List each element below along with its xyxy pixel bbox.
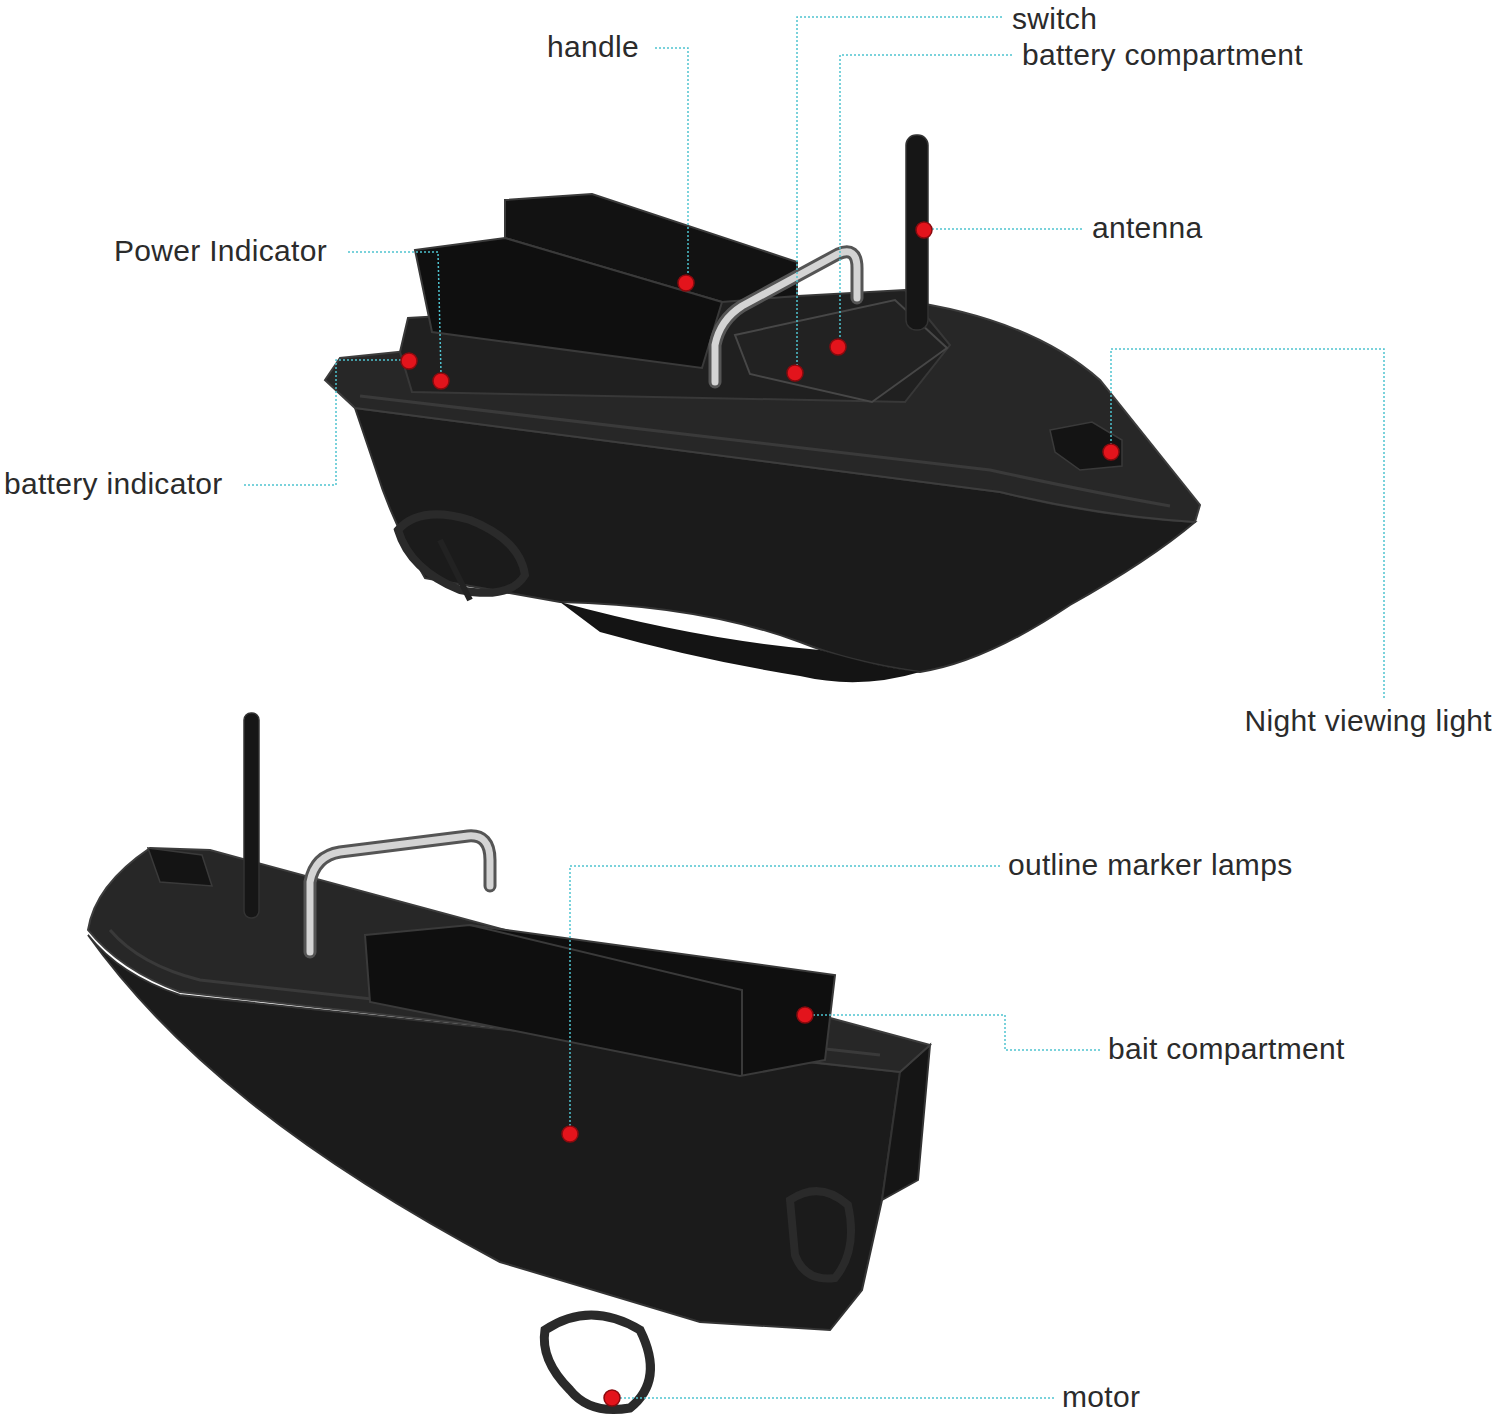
marker-dot bbox=[1103, 444, 1119, 460]
part-label: antenna bbox=[1092, 211, 1203, 246]
motor-shaft bbox=[440, 540, 470, 600]
marker-dot bbox=[787, 365, 803, 381]
leader-line bbox=[932, 228, 1082, 230]
leader-line bbox=[840, 55, 1012, 340]
marker-dot bbox=[797, 1007, 813, 1023]
motor-cage bbox=[790, 1191, 851, 1278]
leader-line bbox=[813, 1015, 1100, 1050]
antenna-rod bbox=[244, 713, 259, 918]
marker-dot bbox=[562, 1126, 578, 1142]
motor-cage bbox=[544, 1315, 650, 1410]
leader-line bbox=[797, 17, 1002, 366]
part-label: outline marker lamps bbox=[1008, 848, 1292, 883]
leader-line bbox=[620, 1397, 1054, 1399]
leader-line bbox=[1111, 349, 1384, 698]
handle-shadow bbox=[715, 252, 857, 382]
bottom-boat bbox=[88, 713, 930, 1410]
part-label: switch bbox=[1012, 2, 1097, 37]
night-light-box bbox=[148, 848, 212, 886]
part-label: Power Indicator bbox=[114, 234, 327, 269]
deck-rim bbox=[360, 396, 1170, 506]
part-label: Night viewing light bbox=[1245, 704, 1493, 739]
leader-line bbox=[570, 866, 1000, 1126]
leader-line bbox=[655, 48, 688, 276]
handle-bar bbox=[715, 252, 857, 382]
part-label: handle bbox=[547, 30, 639, 65]
part-label: bait compartment bbox=[1108, 1032, 1345, 1067]
marker-dot bbox=[678, 275, 694, 291]
leader-line bbox=[348, 252, 441, 374]
marker-dot bbox=[401, 353, 417, 369]
marker-dot bbox=[916, 222, 932, 238]
leader-lines bbox=[244, 17, 1384, 1398]
marker-dots bbox=[401, 222, 1119, 1406]
part-label: battery compartment bbox=[1022, 38, 1303, 73]
marker-dot bbox=[830, 339, 846, 355]
bait-box-front bbox=[415, 238, 722, 368]
top-boat bbox=[325, 135, 1200, 682]
leader-line bbox=[244, 360, 401, 485]
night-light-box bbox=[1050, 422, 1122, 470]
handle-shadow bbox=[310, 836, 490, 952]
marker-dot bbox=[604, 1390, 620, 1406]
box-divider bbox=[470, 925, 742, 1076]
part-label: battery indicator bbox=[4, 467, 223, 502]
part-label: motor bbox=[1062, 1380, 1140, 1415]
hull-keel bbox=[560, 602, 920, 682]
bait-boxes bbox=[365, 925, 835, 1076]
handle-bar bbox=[310, 836, 490, 952]
marker-dot bbox=[433, 373, 449, 389]
